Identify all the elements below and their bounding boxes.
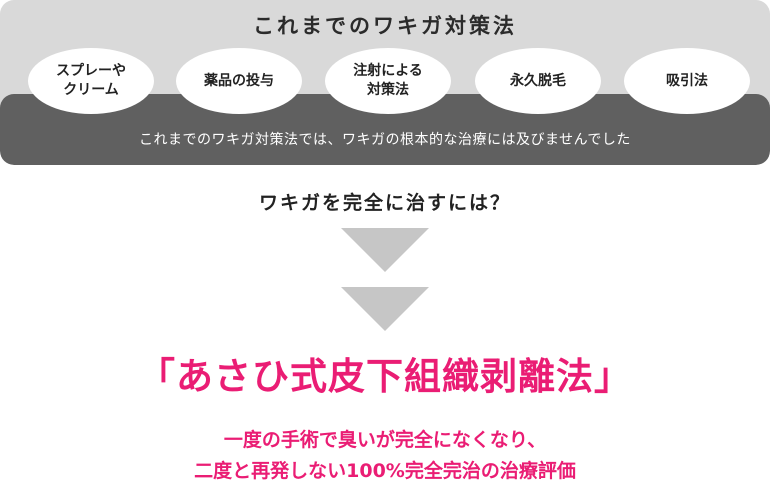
panel-title: これまでのワキガ対策法 — [253, 14, 517, 38]
down-arrow-icon — [341, 287, 429, 331]
method-item-spray: スプレーやクリーム — [28, 48, 154, 114]
methods-panel: これまでのワキガ対策法 スプレーやクリーム 薬品の投与 注射による対策法 永久脱… — [0, 0, 770, 165]
method-list: スプレーやクリーム 薬品の投与 注射による対策法 永久脱毛 吸引法 — [0, 48, 770, 114]
down-arrow-icon — [341, 228, 429, 272]
conclusion-text: これまでのワキガ対策法では、ワキガの根本的な治療には及びませんでした — [139, 132, 631, 148]
benefit-line-2: 二度と再発しない100%完全完治の治療評価 — [194, 460, 576, 482]
question-heading: ワキガを完全に治すには？ — [258, 192, 511, 214]
method-item-hair-removal: 永久脱毛 — [475, 48, 601, 114]
method-item-medication: 薬品の投与 — [176, 48, 302, 114]
method-item-injection: 注射による対策法 — [325, 48, 451, 114]
benefit-line-1: 一度の手術で臭いが完全になくなり、 — [223, 429, 547, 451]
method-headline: 「あさひ式皮下組織剥離法」 — [138, 355, 632, 398]
method-item-suction: 吸引法 — [624, 48, 750, 114]
